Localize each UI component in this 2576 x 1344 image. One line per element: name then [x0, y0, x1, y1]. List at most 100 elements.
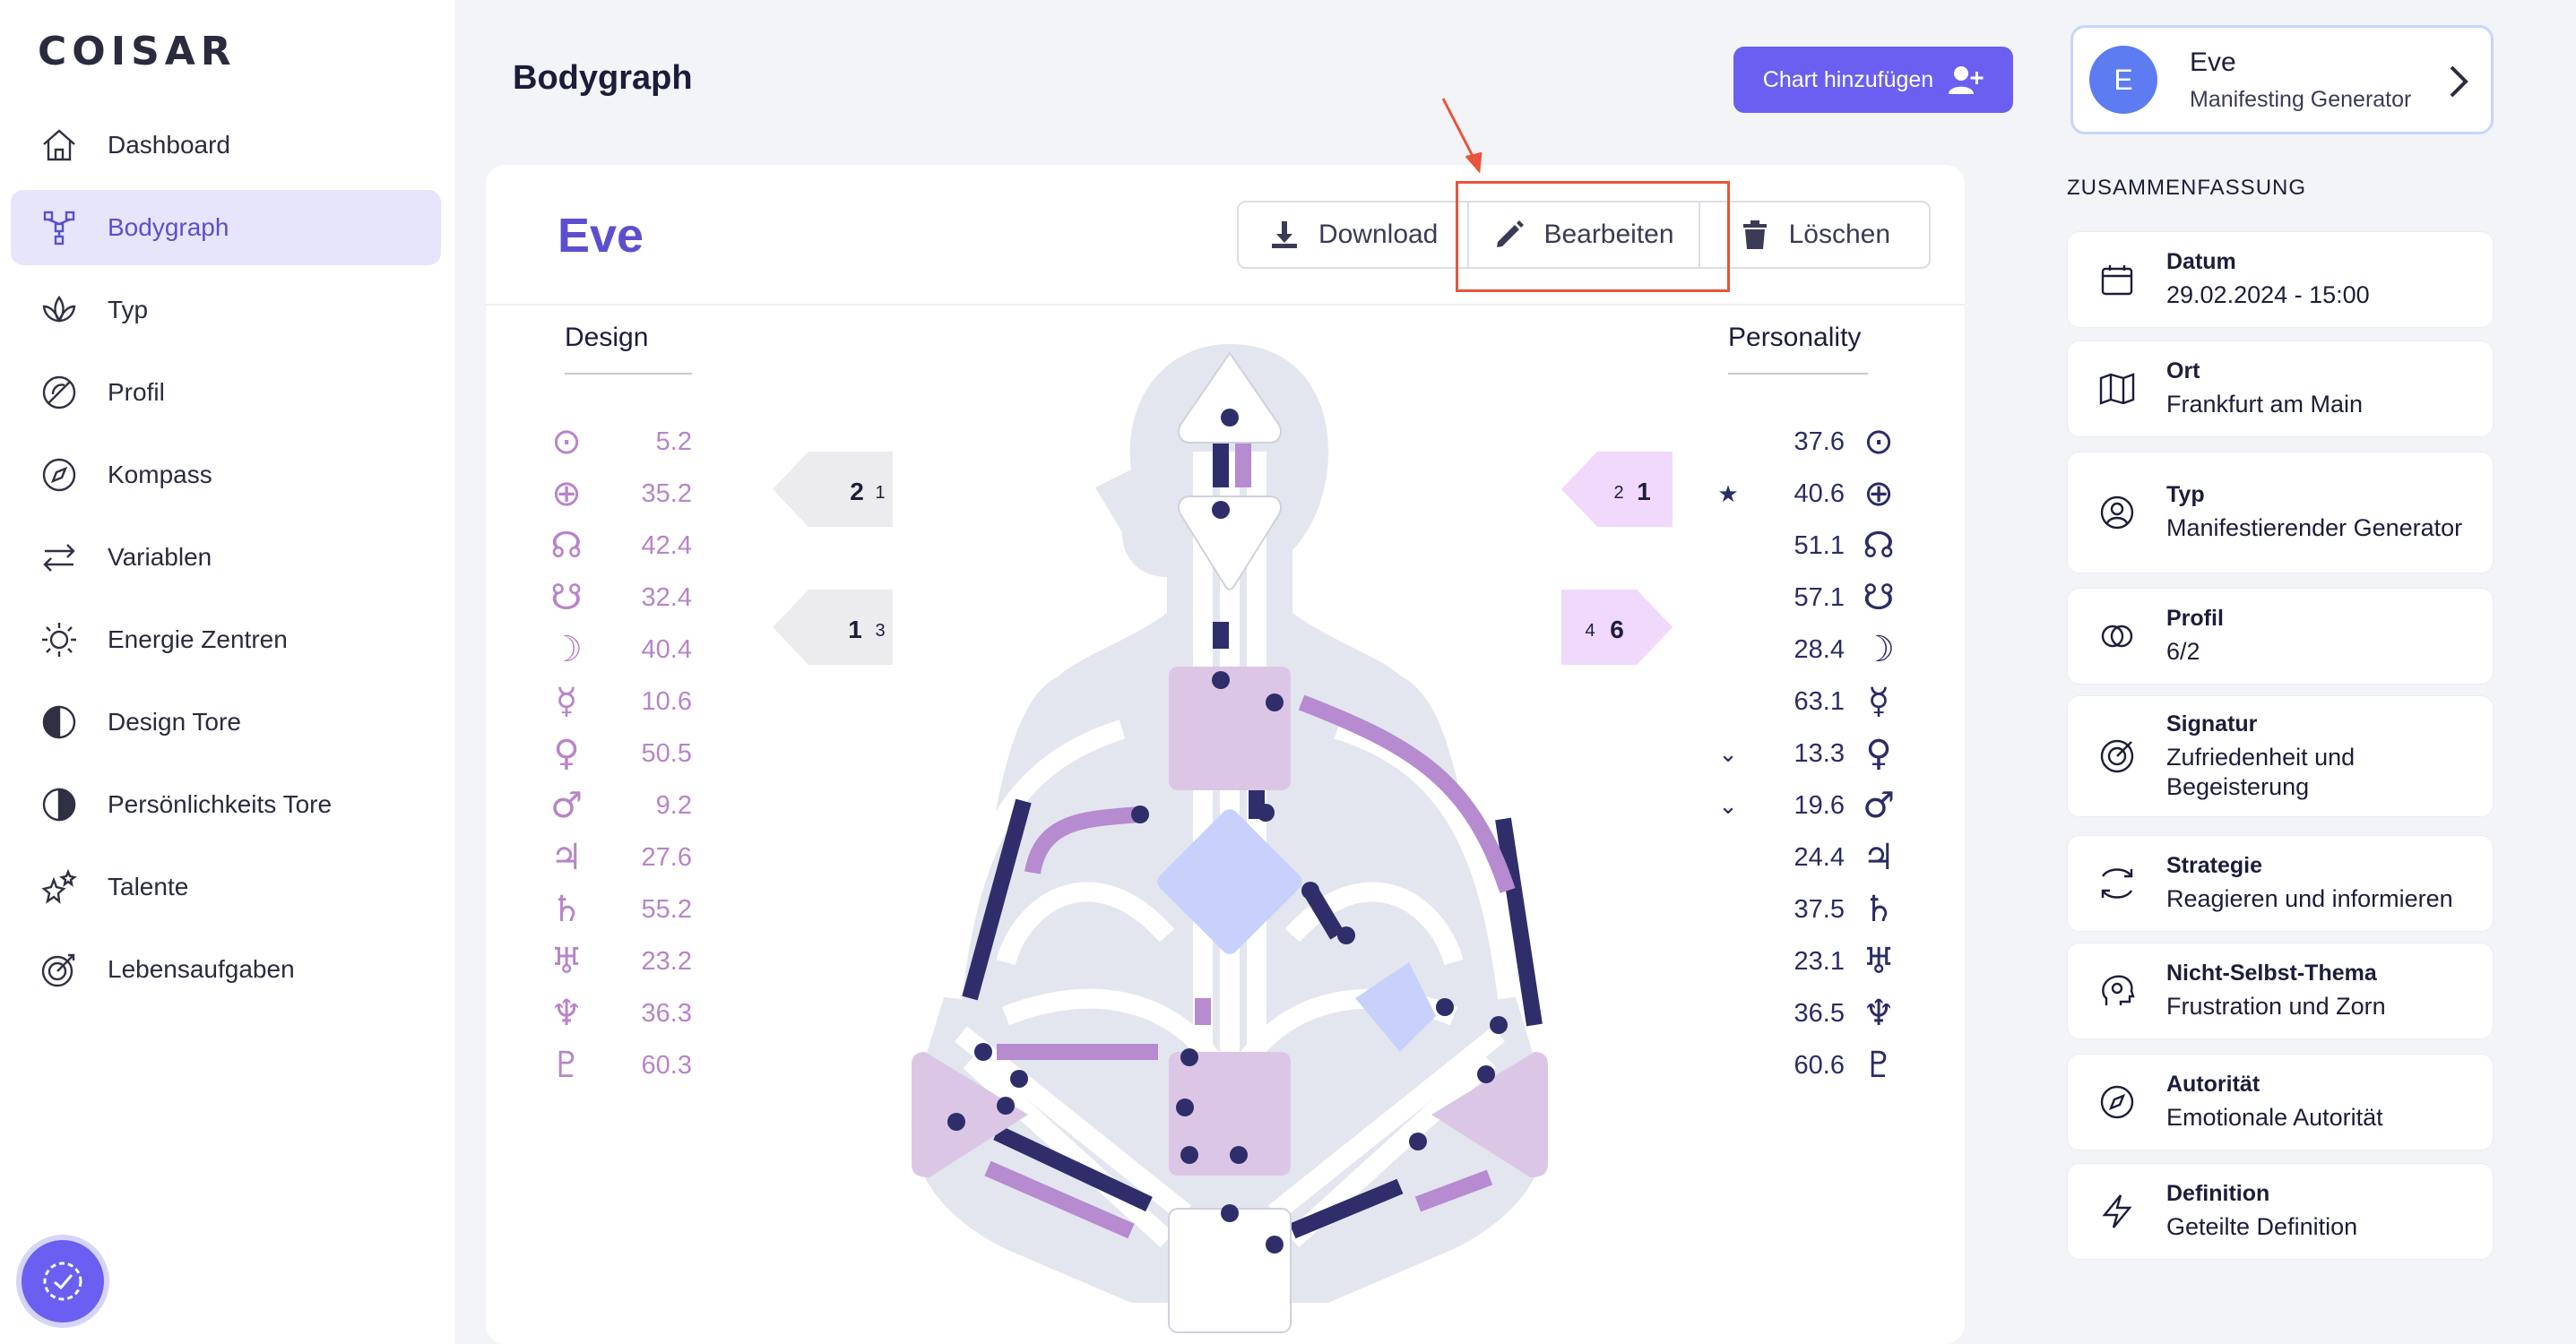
personality-planet-row: 60.6 ♇ — [1710, 1039, 1913, 1091]
design-planet-row: ♇60.3 — [540, 1039, 692, 1091]
design-gate-value: 35.2 — [641, 478, 692, 508]
center-sacral — [1169, 1052, 1291, 1176]
profile-type: Manifesting Generator — [2190, 86, 2412, 112]
personality-planet-row: 23.1♅ — [1710, 935, 1913, 987]
edit-label: Bearbeiten — [1543, 220, 1674, 249]
planet-glyph-icon: ♂ — [550, 785, 583, 826]
chart-card: Eve Download Bearbeiten Löschen Design P… — [486, 98, 1965, 1344]
signature-icon — [2068, 737, 2166, 776]
add-chart-button[interactable]: Chart hinzufügen — [1733, 47, 2013, 113]
personality-gate-value: 24.4 — [1794, 842, 1845, 872]
help-button[interactable] — [22, 1240, 104, 1322]
planet-glyph-icon: ☽ — [1863, 629, 1895, 670]
gear-head-icon — [2068, 971, 2166, 1011]
summary-label: Strategie — [2166, 853, 2262, 878]
planet-glyph-icon: ♇ — [1863, 1045, 1895, 1086]
pencil-icon — [1497, 220, 1525, 247]
add-user-icon — [1949, 66, 1984, 94]
personality-gate-value: 37.6 — [1794, 426, 1845, 456]
design-gate-value: 27.6 — [641, 842, 692, 872]
planet-glyph-icon: ♆ — [1863, 993, 1895, 1034]
sidebar-item-design-tore[interactable]: Design Tore — [11, 685, 441, 760]
profile-icon — [38, 371, 81, 414]
personality-arrow-top: 2 1 — [1561, 452, 1673, 527]
personality-header: Personality — [1728, 323, 1862, 352]
sidebar-item-talente[interactable]: Talente — [11, 849, 441, 925]
planet-glyph-icon: ☊ — [1863, 525, 1895, 566]
personality-underline — [1728, 373, 1868, 375]
center-head — [1178, 351, 1282, 444]
design-planet-row: ☊42.4 — [540, 520, 692, 572]
add-chart-label: Chart hinzufügen — [1762, 66, 1934, 92]
sidebar-item-label: Kompass — [108, 461, 212, 488]
personality-planet-row: 37.5♄ — [1710, 883, 1913, 935]
profile-card[interactable]: E Eve Manifesting Generator — [2070, 25, 2494, 134]
design-header: Design — [565, 323, 649, 352]
personality-planet-row: 51.1☊ — [1710, 520, 1913, 572]
summary-value: Geteilte Definition — [2166, 1213, 2358, 1240]
design-planet-row: ⊕ 35.2 — [540, 468, 692, 520]
trash-icon — [1742, 220, 1767, 249]
personality-arrow-bottom: 4 6 — [1561, 590, 1673, 665]
sidebar-item-label: Lebensaufgaben — [108, 955, 295, 983]
sidebar-item-energie-zentren[interactable]: Energie Zentren — [11, 602, 441, 677]
download-label: Download — [1318, 220, 1439, 249]
design-planet-row: ☿10.6 — [540, 676, 692, 728]
sidebar: COISAR Dashboard Bodygraph Typ Profil Ko… — [0, 0, 455, 1344]
edit-button[interactable]: Bearbeiten — [1467, 202, 1698, 267]
badge-check-icon — [43, 1262, 82, 1301]
sidebar-item-kompass[interactable]: Kompass — [11, 437, 441, 513]
design-gate-value: 36.3 — [641, 998, 692, 1028]
sidebar-item-label: Variablen — [108, 543, 212, 571]
design-arrow-bottom-b: 3 — [875, 621, 885, 641]
sidebar-item-variablen[interactable]: Variablen — [11, 520, 441, 595]
summary-label: Profil — [2166, 606, 2224, 631]
target-icon — [38, 948, 81, 991]
planet-glyph-icon: ☿ — [555, 681, 578, 722]
planet-glyph-icon: ⊕ — [551, 473, 582, 514]
sidebar-item-label: Design Tore — [108, 708, 241, 736]
sidebar-item-label: Persönlichkeits Tore — [108, 790, 333, 818]
strategy-icon — [2068, 864, 2166, 903]
half-circle-outline-icon — [38, 783, 81, 826]
design-arrows: 2 1 1 3 — [773, 452, 893, 665]
sidebar-item-bodygraph[interactable]: Bodygraph — [11, 190, 441, 265]
summary-label: Definition — [2166, 1181, 2270, 1206]
personality-gate-value: 60.6 — [1794, 1050, 1845, 1080]
calendar-icon — [2068, 260, 2166, 299]
center-throat — [1169, 667, 1291, 790]
profile-name: Eve — [2190, 47, 2236, 77]
planet-glyph-icon: ♂ — [1863, 785, 1895, 826]
lotus-icon — [38, 289, 81, 332]
delete-button[interactable]: Löschen — [1698, 202, 1929, 267]
sidebar-item-profil[interactable]: Profil — [11, 355, 441, 430]
download-button[interactable]: Download — [1239, 202, 1467, 267]
sidebar-item-typ[interactable]: Typ — [11, 272, 441, 348]
design-gate-value: 23.2 — [641, 946, 692, 976]
bolt-icon — [2068, 1192, 2166, 1231]
center-root — [1168, 1208, 1292, 1333]
planet-glyph-icon: ♆ — [550, 993, 583, 1034]
sidebar-item-persoenlichkeits-tore[interactable]: Persönlichkeits Tore — [11, 767, 441, 842]
design-planet-row: ♂ 9.2 — [540, 780, 692, 831]
sidebar-item-lebensaufgaben[interactable]: Lebensaufgaben — [11, 932, 441, 1007]
personality-planet-row: ⌄13.3♀ — [1710, 728, 1913, 780]
personality-gate-value: 63.1 — [1794, 686, 1845, 716]
design-gate-value: 9.2 — [655, 790, 692, 820]
planet-glyph-icon: ♅ — [1863, 941, 1895, 982]
planet-glyph-icon: ♀ — [1865, 733, 1892, 774]
summary-value: Frustration und Zorn — [2166, 993, 2386, 1020]
annotation-arrow — [1441, 98, 1482, 174]
sidebar-item-dashboard[interactable]: Dashboard — [11, 108, 441, 183]
planet-glyph-icon: ♃ — [550, 837, 583, 878]
compass-icon — [2068, 1082, 2166, 1122]
design-arrow-top: 2 1 — [773, 452, 893, 527]
summary-label: Signatur — [2166, 711, 2258, 737]
design-underline — [565, 373, 692, 375]
circles-icon — [2068, 616, 2166, 656]
planet-glyph-icon: ♅ — [550, 941, 583, 982]
center-solar-plexus — [1431, 1052, 1548, 1177]
